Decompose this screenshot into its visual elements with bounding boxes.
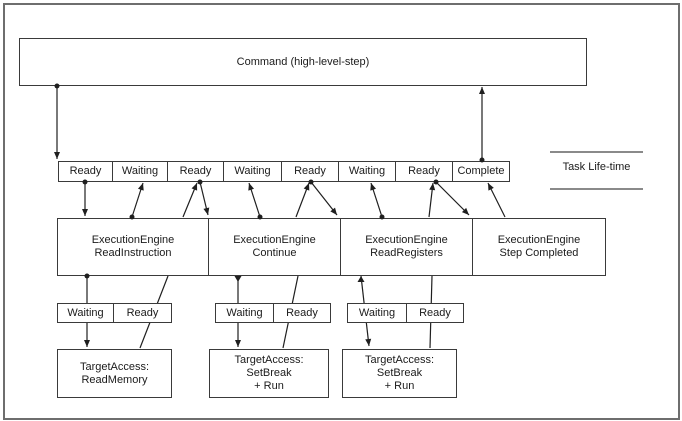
box-label-line: ReadInstruction	[94, 247, 172, 259]
state-label: Waiting	[67, 306, 104, 319]
state-label: Ready	[408, 165, 440, 177]
target-access-setbreak-box-2: TargetAccess:SetBreak+ Run	[342, 349, 457, 398]
target-access-readmemory-box: TargetAccess:ReadMemory	[57, 349, 172, 398]
state-cell-ready-7: Ready	[395, 161, 453, 182]
command-box: Command (high-level-step)	[19, 38, 587, 86]
pair3-waiting-cell: Waiting	[347, 303, 407, 323]
box-label-line: SetBreak	[246, 367, 292, 379]
pair2-waiting-cell: Waiting	[215, 303, 274, 323]
box-label-line: SetBreak	[376, 367, 423, 379]
state-label: Ready	[294, 165, 326, 177]
box-label-line: ExecutionEngine	[233, 234, 316, 246]
state-label: Ready	[126, 306, 159, 319]
state-cell-waiting-2: Waiting	[112, 161, 168, 182]
state-label: Ready	[69, 165, 102, 177]
box-label-line: TargetAccess:	[364, 354, 435, 366]
state-label: Waiting	[234, 165, 271, 177]
legend-line-bottom	[550, 188, 643, 190]
state-label: Ready	[286, 306, 318, 319]
state-cell-ready-5: Ready	[281, 161, 339, 182]
arrow-ee1-to-waiting2	[131, 182, 144, 218]
arrow-ee2-to-waiting4	[248, 182, 261, 218]
arrow-ee3-to-ready7	[428, 182, 434, 218]
target-access-setbreak-box-1: TargetAccess:SetBreak+ Run	[209, 349, 329, 398]
box-label-line: + Run	[384, 380, 415, 392]
box-label-line: ReadRegisters	[370, 247, 443, 259]
state-label: Waiting	[348, 165, 386, 177]
arrow-ready7-to-ee4	[435, 181, 470, 216]
command-label: Command (high-level-step)	[236, 55, 370, 68]
state-cell-ready-3: Ready	[167, 161, 224, 182]
pair1-waiting-cell: Waiting	[57, 303, 114, 323]
state-label: Waiting	[226, 306, 263, 319]
box-label-line: TargetAccess:	[79, 360, 150, 373]
arrow-ee3-to-waiting6	[370, 182, 383, 218]
state-cell-ready-1: Ready	[58, 161, 113, 182]
state-label: Ready	[419, 306, 451, 319]
box-label-line: Step Completed	[499, 247, 579, 259]
state-cell-waiting-6: Waiting	[338, 161, 396, 182]
state-label: Waiting	[358, 306, 396, 319]
box-label-line: Continue	[252, 247, 297, 259]
outer-border	[3, 3, 680, 420]
box-label-line: ExecutionEngine	[365, 234, 448, 246]
pair1-ready-cell: Ready	[113, 303, 172, 323]
state-cell-complete: Complete	[452, 161, 510, 182]
state-label: Waiting	[121, 165, 159, 177]
task-lifetime-label: Task Life-time	[562, 161, 631, 173]
arrow-ready3-to-ee2	[199, 181, 209, 216]
pair3-ready-cell: Ready	[406, 303, 464, 323]
box-label-line: TargetAccess:	[234, 354, 304, 366]
state-cell-waiting-4: Waiting	[223, 161, 282, 182]
box-label-line: ExecutionEngine	[497, 234, 581, 246]
arrow-ee1-to-ready3	[182, 182, 198, 218]
box-label-line: ExecutionEngine	[91, 234, 175, 246]
arrow-ready5-to-ee3	[310, 181, 338, 216]
arrow-ee2-to-ready5	[295, 182, 310, 218]
pair2-ready-cell: Ready	[273, 303, 331, 323]
box-label-line: ReadMemory	[81, 373, 148, 386]
arrow-ee4-to-complete	[487, 182, 506, 218]
box-label-line: + Run	[254, 380, 284, 392]
state-label: Ready	[179, 165, 212, 177]
legend-line-top	[550, 151, 643, 153]
state-label: Complete	[457, 165, 505, 177]
